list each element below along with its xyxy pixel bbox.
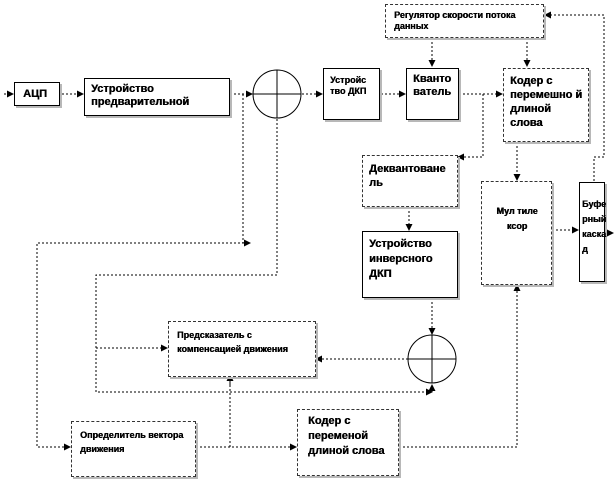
buffer-block: Буфе рный каска д	[579, 182, 607, 282]
vlc-motion-block: Кодер с переменой длиной слова	[297, 409, 399, 476]
inverse-dct-label: Устройство инверсного ДКП	[369, 238, 433, 280]
rate-controller-label: Регулятор скорости потока данных	[394, 10, 516, 31]
preprocessor-block: Устройство предварительной	[84, 78, 230, 116]
vlc-motion-label: Кодер с переменой длиной слова	[308, 415, 385, 457]
dct-block: Устройс тво ДКП	[323, 68, 380, 120]
vlc-main-block: Кодер с перемешно й длиной слова	[503, 68, 589, 142]
vlc-main-label: Кодер с перемешно й длиной слова	[510, 75, 583, 129]
rate-controller-block: Регулятор скорости потока данных	[385, 4, 544, 38]
preprocessor-label: Устройство предварительной	[91, 83, 190, 108]
multiplexer-label: Мул тиле ксор	[496, 206, 538, 231]
adc-label: АЦП	[23, 88, 47, 100]
motion-estimator-block: Определитель вектора движения	[71, 421, 196, 477]
motion-estimator-label: Определитель вектора движения	[80, 430, 184, 454]
dct-label: Устройс тво ДКП	[330, 75, 367, 96]
dequantizer-label: Деквантоване ль	[369, 163, 446, 189]
adc-block: АЦП	[14, 82, 60, 106]
inverse-dct-block: Устройство инверсного ДКП	[362, 231, 458, 298]
buffer-label: Буфе рный каска д	[582, 199, 607, 254]
predictor-block: Предсказатель с компенсацией движения	[168, 321, 316, 377]
multiplexer-block: Мул тиле ксор	[481, 181, 552, 285]
dequantizer-block: Деквантоване ль	[362, 155, 458, 207]
predictor-label: Предсказатель с компенсацией движения	[177, 330, 288, 354]
quantizer-label: Кванто ватель	[413, 73, 452, 98]
quantizer-block: Кванто ватель	[406, 68, 459, 120]
